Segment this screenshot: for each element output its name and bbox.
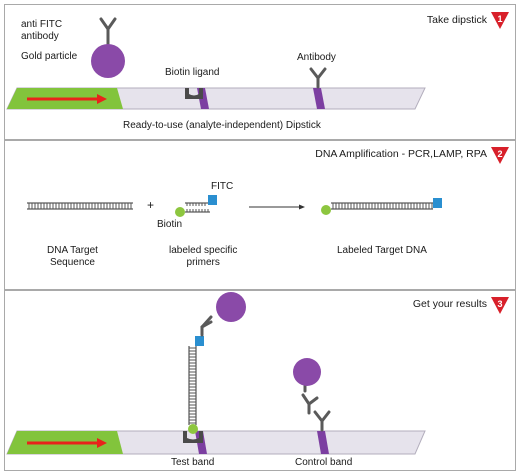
biotin-label: Biotin — [157, 219, 183, 230]
anti-fitc-label: anti FITC antibody — [21, 19, 63, 42]
result-control-line — [317, 431, 329, 454]
svg-text:2: 2 — [497, 149, 502, 159]
result-fitc-icon — [195, 336, 204, 346]
fitc-label: FITC — [211, 181, 234, 192]
gold-particle-icon — [91, 17, 125, 78]
test-band-label: Test band — [171, 457, 215, 468]
reaction-arrow-icon — [249, 204, 305, 210]
result-flow-arrow-icon — [27, 438, 107, 448]
panel3-illustration: 3 — [6, 292, 509, 455]
dna-target-sequence — [27, 202, 133, 210]
test-gold-conjugate-icon — [200, 292, 246, 337]
captured-dna-ladder — [188, 346, 197, 425]
control-gold-conjugate-icon — [293, 358, 331, 432]
biotin-ligand-label: Biotin ligand — [165, 67, 220, 78]
step-badge-1: 1 — [491, 12, 509, 29]
panel2-illustration: 2 — [27, 147, 509, 217]
plus-sign: + — [147, 198, 155, 212]
labeled-primers — [185, 202, 210, 213]
step-badge-3: 3 — [491, 297, 509, 314]
dna-target-label: DNA Target Sequence — [47, 245, 98, 268]
control-line — [313, 88, 325, 109]
panel1-illustration: 1 — [6, 12, 509, 110]
labeled-target-label: Labeled Target DNA — [337, 245, 427, 256]
panel-take-dipstick: 1 anti FITC antibody Gold particle Bioti… — [4, 4, 516, 140]
result-biotin-icon — [188, 424, 198, 434]
panel-get-results: 3 Test band Control band Get your result… — [4, 290, 516, 471]
svg-text:3: 3 — [497, 299, 502, 309]
labeled-target-dna — [331, 202, 433, 210]
flow-arrow-icon — [27, 94, 107, 104]
labeled-fitc-icon — [433, 198, 442, 208]
svg-text:1: 1 — [497, 14, 502, 24]
result-biotin-ligand-icon — [183, 431, 203, 443]
panel-dna-amplification: 2 + FITC Biotin DNA Target Sequence labe… — [4, 140, 516, 290]
primers-label: labeled specific primers — [169, 245, 238, 268]
biotin-ligand-icon — [185, 88, 203, 99]
fitc-icon — [208, 195, 217, 205]
step-title-1: Take dipstick — [426, 14, 487, 26]
step-title-2: DNA Amplification - PCR,LAMP, RPA — [315, 148, 487, 160]
step-badge-2: 2 — [491, 147, 509, 164]
antibody-label: Antibody — [297, 52, 336, 63]
control-antibody-icon — [309, 67, 327, 89]
labeled-biotin-icon — [321, 205, 331, 215]
dipstick-caption: Ready-to-use (analyte-independent) Dipst… — [123, 120, 321, 131]
control-band-label: Control band — [295, 457, 353, 468]
biotin-icon — [175, 207, 185, 217]
gold-particle-label: Gold particle — [21, 51, 78, 62]
step-title-3: Get your results — [412, 298, 487, 310]
